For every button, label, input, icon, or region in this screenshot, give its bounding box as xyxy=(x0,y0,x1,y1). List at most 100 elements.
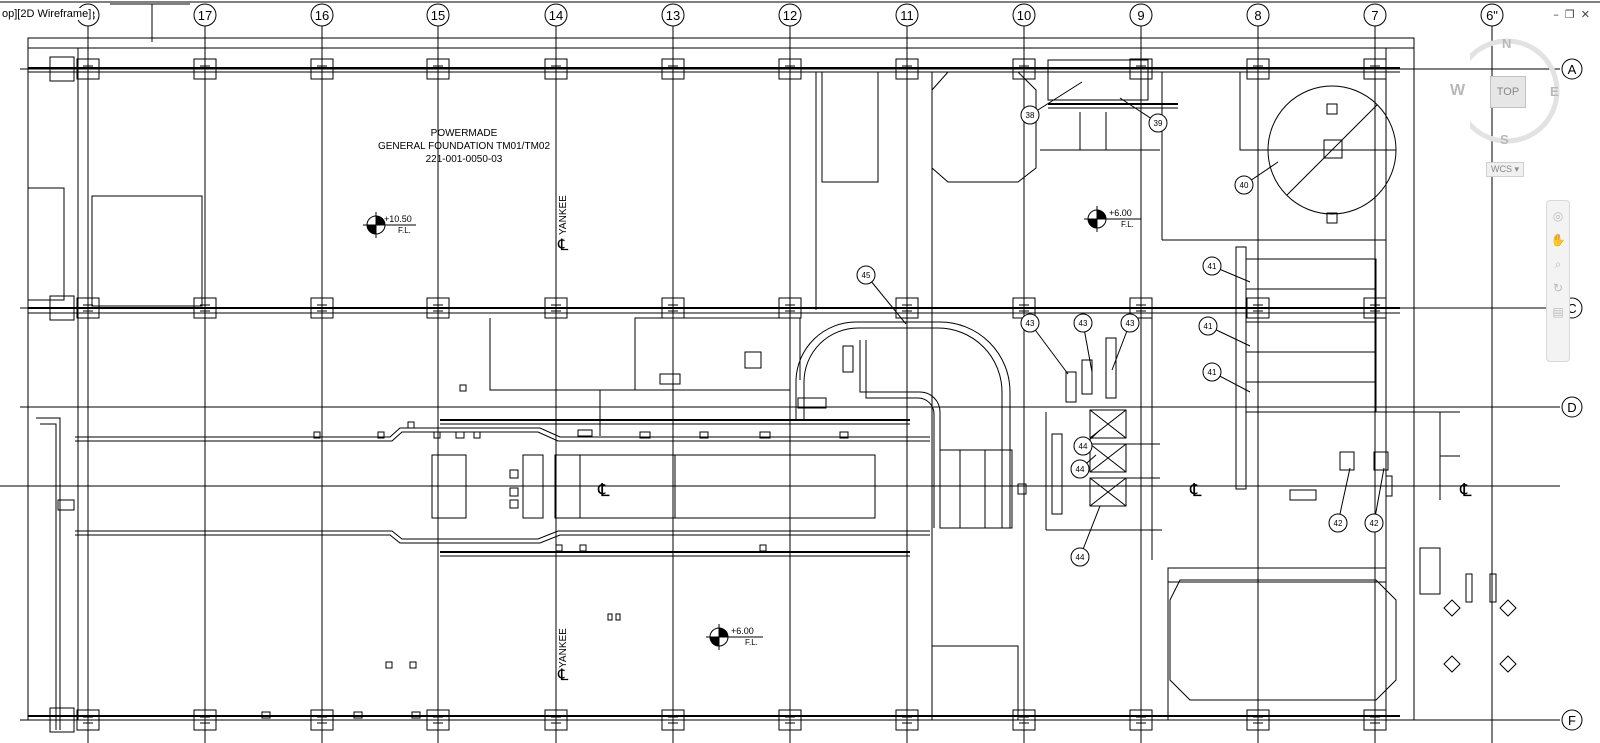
grid-bubble-row: A xyxy=(1561,58,1583,80)
column-base-plate xyxy=(661,297,685,319)
elevation-value: +6.00 xyxy=(1109,208,1132,218)
callout-bubble: 40 xyxy=(1234,161,1279,195)
column-base-plate xyxy=(1246,709,1270,731)
compass-south[interactable]: S xyxy=(1500,132,1509,147)
callout-bubble: 41 xyxy=(1202,256,1251,283)
column-base-plate xyxy=(544,709,568,731)
elevation-marker: +6.00 F.L. xyxy=(706,624,763,650)
callout-bubble: 44 xyxy=(1070,454,1097,479)
yankee-label-top: YANKEE xyxy=(558,195,569,235)
grid-bubble-label: 6" xyxy=(1486,8,1498,23)
column-base-plate xyxy=(1129,709,1153,731)
callout-label: 43 xyxy=(1126,319,1135,328)
column-base-plate xyxy=(49,707,75,733)
column-base-plate xyxy=(1012,709,1036,731)
grid-bubble-column: 11 xyxy=(895,3,919,27)
callout-label: 44 xyxy=(1079,442,1088,451)
zoom-icon[interactable]: ⌕ xyxy=(1554,257,1562,271)
column-base-plate xyxy=(778,709,802,731)
grid-bubble-row: F xyxy=(1561,709,1583,731)
orbit-icon[interactable]: ↻ xyxy=(1552,281,1564,295)
showmotion-icon[interactable]: ▤ xyxy=(1552,305,1564,319)
column-base-plate xyxy=(193,297,217,319)
centerline-icon: ℄ xyxy=(1189,480,1202,500)
column-base-plate xyxy=(1012,58,1036,80)
grid-bubble-label: 8 xyxy=(1254,8,1261,23)
wcs-menu[interactable]: WCS ▾ xyxy=(1486,162,1525,177)
column-base-plate xyxy=(661,58,685,80)
compass-north[interactable]: N xyxy=(1502,36,1512,51)
column-base-plate xyxy=(193,58,217,80)
callout-label: 40 xyxy=(1240,181,1249,190)
callout-bubble: 42 xyxy=(1364,467,1385,533)
close-icon[interactable]: ✕ xyxy=(1580,8,1596,21)
grid-bubble-label: 13 xyxy=(666,8,680,23)
minimize-icon[interactable]: – xyxy=(1553,8,1565,21)
elevation-value: +6.00 xyxy=(731,626,754,636)
column-base-plate xyxy=(1363,709,1387,731)
column-base-plate xyxy=(661,709,685,731)
viewcube-ring-icon xyxy=(1470,38,1560,144)
grid-bubble-label: 9 xyxy=(1137,8,1144,23)
callout-label: 43 xyxy=(1026,319,1035,328)
grid-bubble-label: 10 xyxy=(1017,8,1031,23)
centerline-icon: ℄ xyxy=(557,237,569,254)
callout-bubble: 43 xyxy=(1111,313,1140,371)
callout-bubble: 44 xyxy=(1070,505,1101,567)
column-base-plate xyxy=(1129,58,1153,80)
title-line-2: GENERAL FOUNDATION TM01/TM02 xyxy=(378,141,551,152)
column-base-plate xyxy=(49,56,75,82)
callout-label: 43 xyxy=(1079,319,1088,328)
viewport-controls-label[interactable]: op][2D Wireframe] xyxy=(0,8,94,20)
grid-bubble-column: 16 xyxy=(310,3,334,27)
restore-icon[interactable]: ❐ xyxy=(1564,8,1581,21)
compass-east[interactable]: E xyxy=(1550,84,1559,99)
callout-label: 42 xyxy=(1334,519,1343,528)
steering-wheel-icon[interactable]: ◎ xyxy=(1552,209,1564,223)
grid-bubble-label: 12 xyxy=(783,8,797,23)
grid-bubble-label: C xyxy=(1567,301,1576,316)
viewcube-top-face[interactable]: TOP xyxy=(1490,76,1526,108)
column-base-plate xyxy=(193,709,217,731)
elevation-marker: +6.00 F.L. xyxy=(1084,206,1141,232)
column-base-plate xyxy=(1246,297,1270,319)
column-base-plate xyxy=(544,297,568,319)
column-base-plate xyxy=(426,709,450,731)
callout-label: 41 xyxy=(1208,368,1217,377)
callout-bubble: 43 xyxy=(1020,313,1069,375)
drawing-title: POWERMADE GENERAL FOUNDATION TM01/TM02 2… xyxy=(378,128,551,165)
grid-bubble-column: 6" xyxy=(1480,3,1504,27)
callout-bubble: 41 xyxy=(1202,362,1251,393)
callout-bubble: 39 xyxy=(1119,97,1168,133)
pan-icon[interactable]: ✋ xyxy=(1550,233,1566,247)
elevation-unit: F.L. xyxy=(745,638,758,647)
elevation-unit: F.L. xyxy=(1121,220,1134,229)
callout-label: 44 xyxy=(1076,553,1085,562)
column-base-plate xyxy=(778,297,802,319)
callout-label: 39 xyxy=(1154,119,1163,128)
callout-label: 38 xyxy=(1026,111,1035,120)
viewcube[interactable]: N W E S TOP WCS ▾ xyxy=(1450,36,1582,184)
yankee-label-bottom: YANKEE xyxy=(558,628,569,668)
column-base-plate xyxy=(310,297,334,319)
viewport-window-controls: –❐✕ xyxy=(1553,8,1596,21)
column-base-plate xyxy=(895,58,919,80)
column-base-plate xyxy=(1363,297,1387,319)
grid-bubble-column: 7 xyxy=(1363,3,1387,27)
column-base-plate xyxy=(895,297,919,319)
column-base-plate xyxy=(310,709,334,731)
compass-west[interactable]: W xyxy=(1450,82,1466,99)
grid-bubble-column: 17 xyxy=(193,3,217,27)
callout-label: 41 xyxy=(1208,262,1217,271)
elevation-value: +10.50 xyxy=(384,214,412,224)
column-base-plate xyxy=(76,297,100,319)
column-base-plate xyxy=(426,297,450,319)
grid-bubble-column: 14 xyxy=(544,3,568,27)
grid-bubble-column: 9 xyxy=(1129,3,1153,27)
callout-label: 44 xyxy=(1076,465,1085,474)
callout-bubble: 45 xyxy=(856,265,907,325)
column-base-plate xyxy=(1129,297,1153,319)
grid-bubble-column: 8 xyxy=(1246,3,1270,27)
column-base-plate xyxy=(1246,58,1270,80)
